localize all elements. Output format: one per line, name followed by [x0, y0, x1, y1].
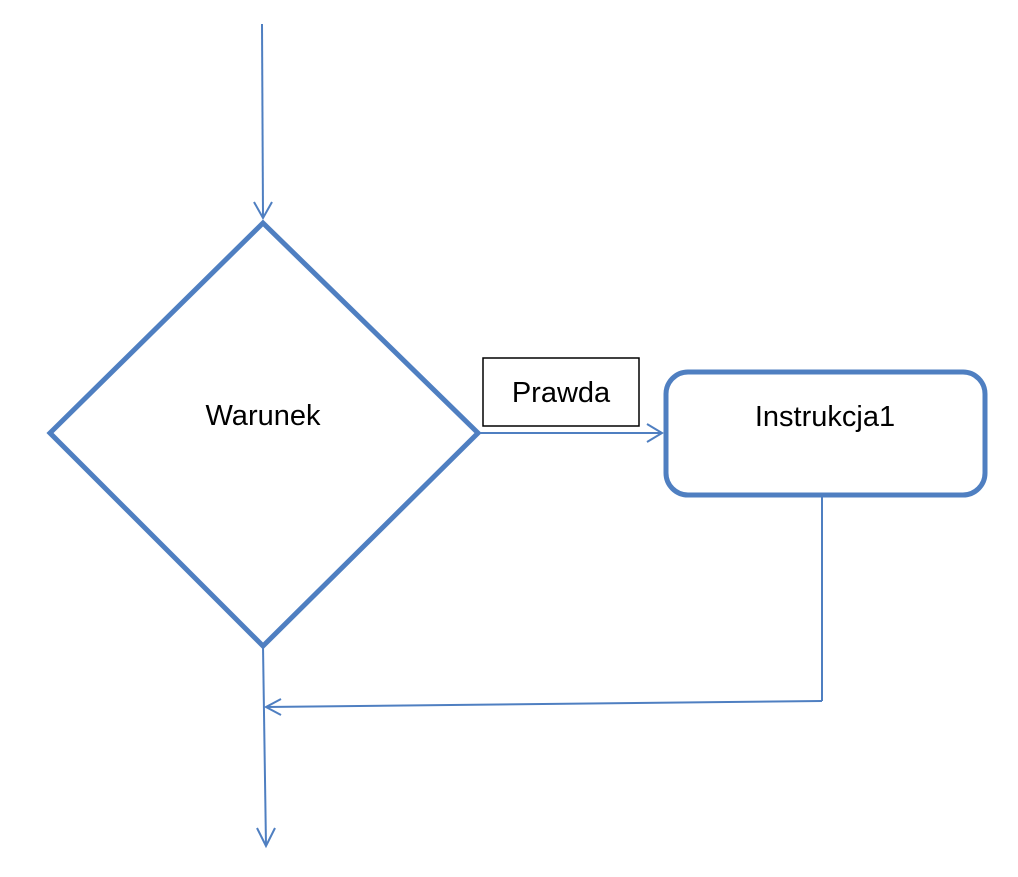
return-arrow-head: [263, 698, 282, 716]
incoming-arrow-head: [253, 201, 273, 221]
decision-label: Warunek: [206, 400, 321, 432]
true-branch-label-box: [482, 357, 640, 427]
return-connector-line: [265, 700, 823, 708]
true-branch-label: Prawda: [512, 377, 611, 409]
instruction-label: Instrukcja1: [755, 401, 895, 433]
instruction-box[interactable]: [663, 369, 988, 498]
main-flow-down-connector-line: [262, 645, 267, 847]
incoming-connector-line: [261, 23, 264, 217]
decision-diamond[interactable]: [46, 219, 482, 650]
exit-arrow-head: [256, 827, 276, 849]
true-branch-arrow-head: [646, 423, 664, 443]
